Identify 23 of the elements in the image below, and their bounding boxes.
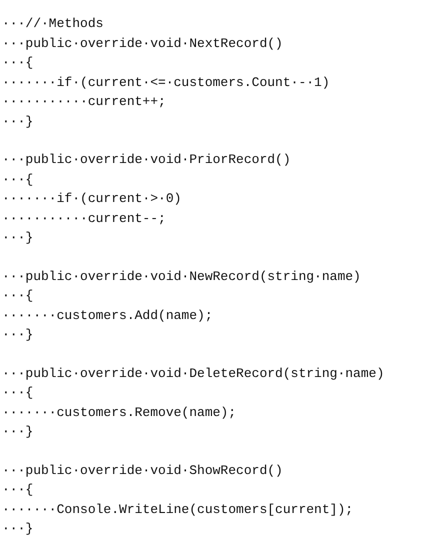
code-line: ·······customers.Add(name); (2, 306, 213, 324)
code-line: ···{ (2, 384, 34, 402)
code-line: ···{ (2, 54, 34, 72)
code-line: ···public·override·void·PriorRecord() (2, 151, 291, 169)
code-line: ···public·override·void·NextRecord() (2, 34, 283, 52)
code-line: ···public·override·void·NewRecord(string·name) (2, 268, 361, 286)
code-line: ·······Console.WriteLine(customers[current]); (2, 500, 354, 518)
code-line: ···{ (2, 481, 34, 499)
code-line: ···} (2, 112, 34, 130)
code-line: ·······if·(current·<=·customers.Count·-·1) (2, 74, 330, 92)
code-line: ···} (2, 326, 34, 344)
code-line: ···········current--; (2, 210, 166, 228)
code-line: ···} (2, 423, 34, 441)
code-line: ···public·override·void·DeleteRecord(string·name) (2, 364, 384, 382)
code-line: ···} (2, 229, 34, 247)
code-line: ·······customers.Remove(name); (2, 404, 236, 422)
code-line: ···{ (2, 287, 34, 305)
code-line: ···} (2, 520, 34, 537)
code-line: ·······if·(current·>·0) (2, 190, 182, 208)
code-line: ···//·Methods (2, 15, 104, 33)
code-line: ···········current++; (2, 93, 166, 111)
code-line: ···public·override·void·ShowRecord() (2, 462, 283, 480)
code-line: ···{ (2, 170, 34, 188)
